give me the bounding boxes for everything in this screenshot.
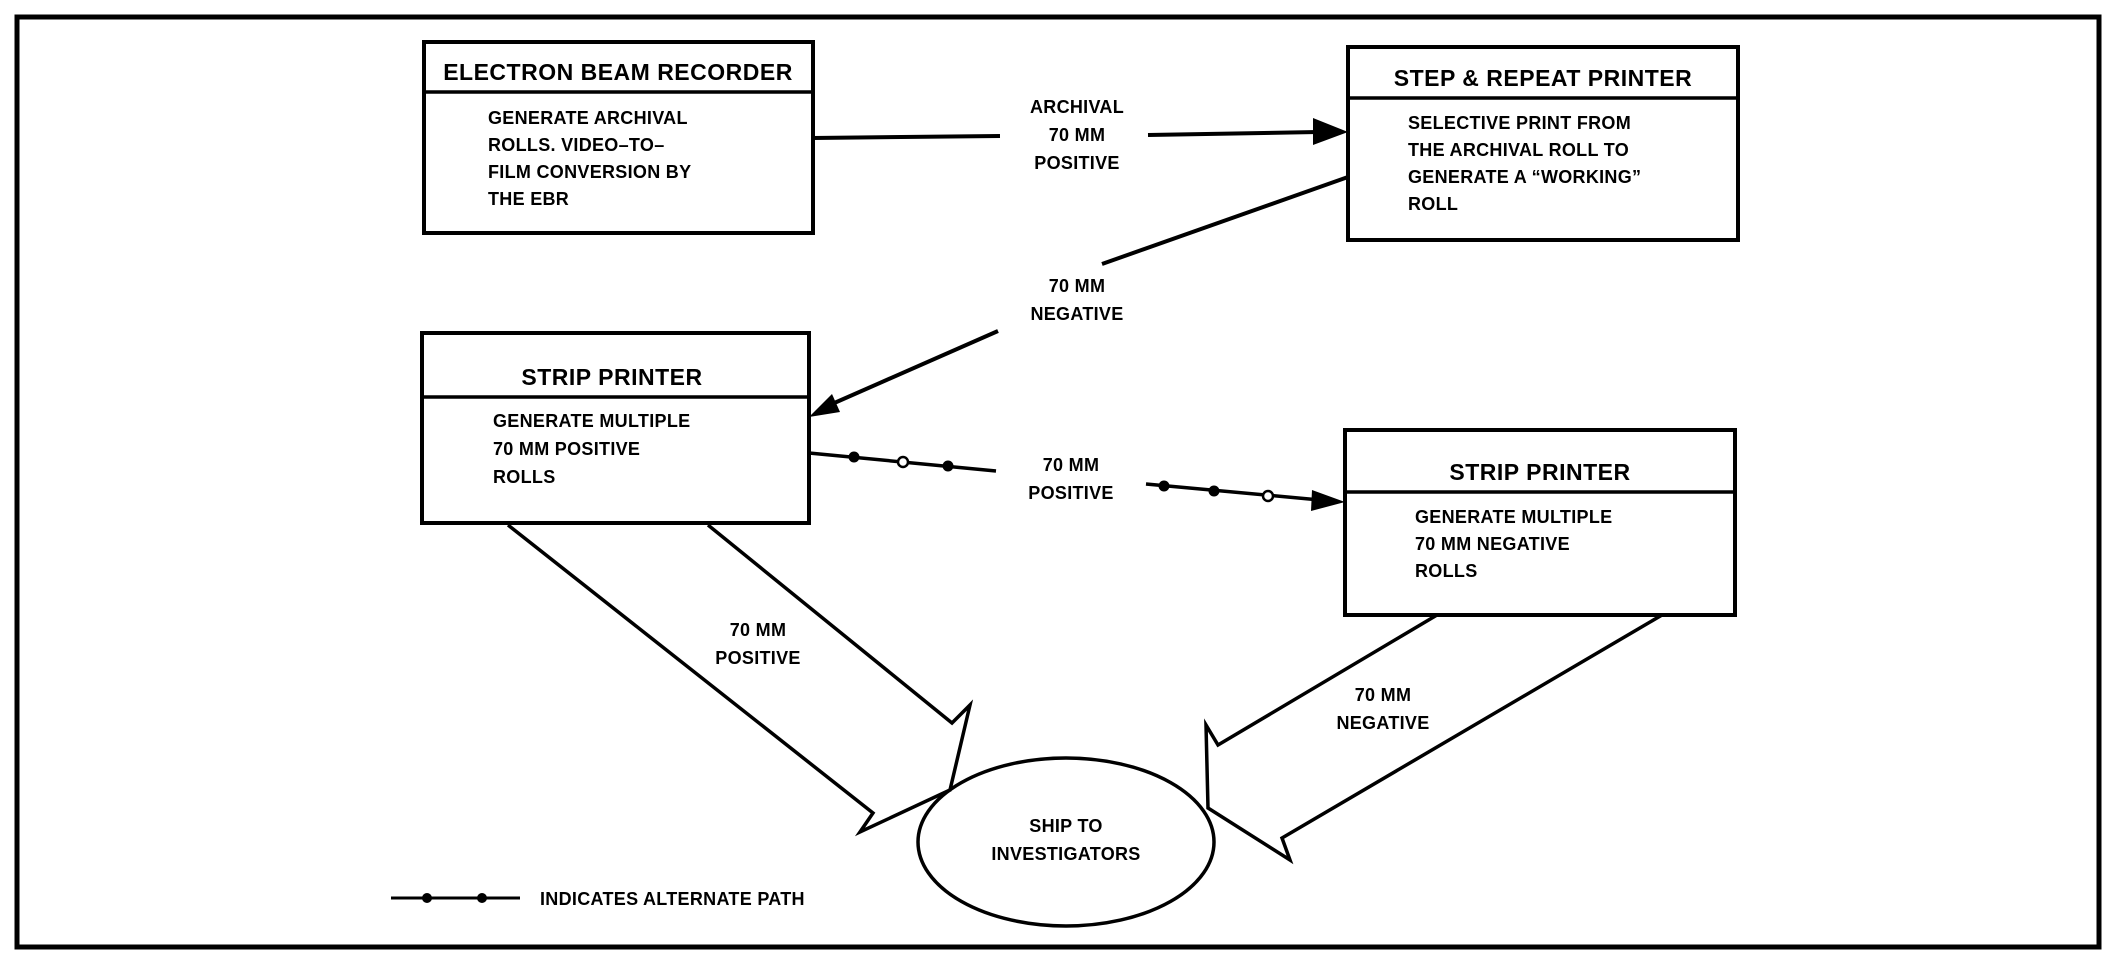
edge-label-line: NEGATIVE <box>1336 713 1429 733</box>
edge-strip-negative-to-ship: 70 MM NEGATIVE <box>1204 613 1663 865</box>
node-title: STEP & REPEAT PRINTER <box>1394 65 1692 91</box>
node-strip-printer-positive: STRIP PRINTER GENERATE MULTIPLE 70 MM PO… <box>420 331 811 525</box>
node-title: STRIP PRINTER <box>521 364 702 390</box>
edge-label-line: POSITIVE <box>1034 153 1119 173</box>
alternate-path-dot-icon <box>1208 485 1220 497</box>
edge-ebr-to-step-repeat: ARCHIVAL 70 MM POSITIVE <box>812 97 1348 173</box>
edge-alternate-strip-to-strip: 70 MM POSITIVE <box>808 451 1345 511</box>
alternate-path-dot-icon <box>422 893 432 903</box>
node-text-line: ROLLS <box>493 467 556 487</box>
arrowhead-icon <box>809 394 840 417</box>
edge-line <box>831 329 999 406</box>
edge-label-line: 70 MM <box>730 620 787 640</box>
node-text-line: THE ARCHIVAL ROLL TO <box>1408 140 1629 160</box>
node-text-line: ROLL <box>1408 194 1458 214</box>
edge-label-line: POSITIVE <box>1028 483 1113 503</box>
node-title: ELECTRON BEAM RECORDER <box>443 59 793 85</box>
edge-line <box>1101 175 1349 266</box>
node-text-line: GENERATE A “WORKING” <box>1408 167 1641 187</box>
legend-label: INDICATES ALTERNATE PATH <box>540 889 805 909</box>
big-arrow-outline <box>1204 613 1663 865</box>
edge-label-line: ARCHIVAL <box>1030 97 1124 117</box>
node-text-line: FILM CONVERSION BY <box>488 162 691 182</box>
node-text-line: INVESTIGATORS <box>991 844 1140 864</box>
alternate-path-dot-icon <box>1261 489 1275 503</box>
edge-line <box>812 134 1001 140</box>
alternate-path-dot-icon <box>477 893 487 903</box>
node-box <box>1343 428 1737 617</box>
legend: INDICATES ALTERNATE PATH <box>391 889 805 909</box>
node-step-repeat-printer: STEP & REPEAT PRINTER SELECTIVE PRINT FR… <box>1346 45 1740 242</box>
edge-line <box>1145 482 1321 502</box>
node-title: STRIP PRINTER <box>1449 459 1630 485</box>
edge-label-line: 70 MM <box>1049 125 1106 145</box>
edge-label-line: 70 MM <box>1355 685 1412 705</box>
arrowhead-icon <box>1313 118 1348 145</box>
alternate-path-dot-icon <box>896 455 910 469</box>
node-text-line: SELECTIVE PRINT FROM <box>1408 113 1631 133</box>
node-strip-printer-negative: STRIP PRINTER GENERATE MULTIPLE 70 MM NE… <box>1343 428 1737 617</box>
node-text-line: ROLLS <box>1415 561 1478 581</box>
alternate-path-dot-icon <box>942 460 954 472</box>
node-text-line: ROLLS. VIDEO–TO– <box>488 135 665 155</box>
edge-label-line: 70 MM <box>1043 455 1100 475</box>
node-text-line: 70 MM POSITIVE <box>493 439 640 459</box>
alternate-path-dot-icon <box>848 451 860 463</box>
big-arrow-outline <box>506 523 974 837</box>
node-text-line: GENERATE ARCHIVAL <box>488 108 688 128</box>
arrowhead-icon <box>1311 490 1345 511</box>
edge-label-line: POSITIVE <box>715 648 800 668</box>
node-box <box>420 331 811 525</box>
node-text-line: GENERATE MULTIPLE <box>1415 507 1612 527</box>
node-electron-beam-recorder: ELECTRON BEAM RECORDER GENERATE ARCHIVAL… <box>422 40 815 235</box>
node-text-line: THE EBR <box>488 189 569 209</box>
alternate-path-dot-icon <box>1158 480 1170 492</box>
node-text-line: SHIP TO <box>1029 816 1102 836</box>
edge-line <box>1147 130 1319 137</box>
edge-strip-positive-to-ship: 70 MM POSITIVE <box>506 523 974 837</box>
node-ellipse <box>916 756 1216 928</box>
edge-label-line: NEGATIVE <box>1030 304 1123 324</box>
node-box <box>1346 45 1740 242</box>
node-text-line: GENERATE MULTIPLE <box>493 411 690 431</box>
edge-step-repeat-to-strip-printer: 70 MM NEGATIVE <box>809 175 1349 417</box>
node-ship-to-investigators: SHIP TO INVESTIGATORS <box>916 756 1216 928</box>
edge-label-line: 70 MM <box>1049 276 1106 296</box>
outer-frame <box>14 14 2102 950</box>
node-text-line: 70 MM NEGATIVE <box>1415 534 1570 554</box>
